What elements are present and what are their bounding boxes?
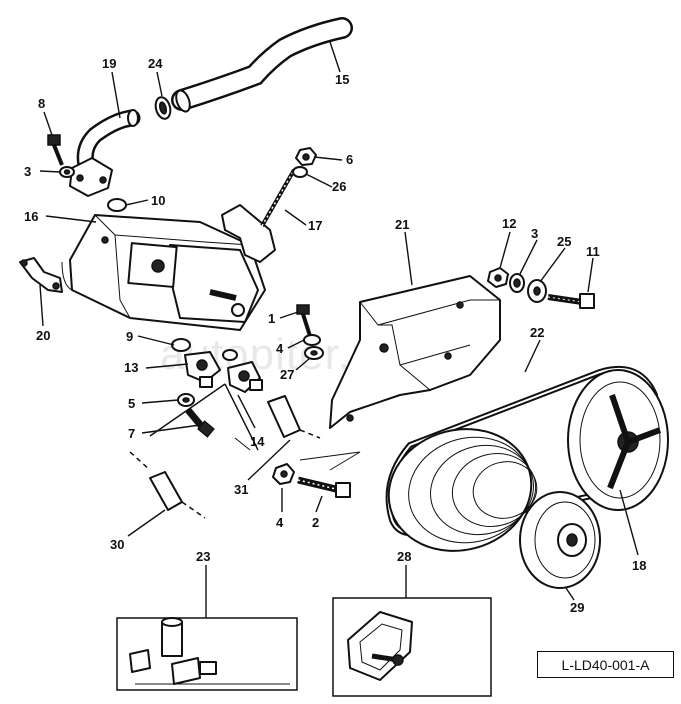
callout-24: 24 (148, 56, 163, 71)
bolt-2[interactable] (297, 476, 351, 498)
leader-lines (39, 41, 639, 618)
callout-4-upper: 4 (276, 341, 284, 356)
bolt-11[interactable] (547, 293, 595, 309)
fitting-13[interactable] (184, 351, 221, 388)
callout-21: 21 (395, 217, 409, 232)
hydraulic-pump-16[interactable] (61, 214, 266, 331)
washer-4-upper[interactable] (303, 334, 321, 346)
fitting-14[interactable] (222, 349, 263, 393)
nut-4-lower[interactable] (272, 463, 295, 485)
pipe-19[interactable] (69, 109, 141, 197)
callout-11: 11 (586, 244, 600, 259)
fitting-31[interactable] (267, 395, 321, 439)
callout-25: 25 (557, 234, 571, 249)
callout-28: 28 (397, 549, 411, 564)
fitting-30[interactable] (129, 451, 206, 519)
callout-27: 27 (280, 367, 294, 382)
seal-9[interactable] (171, 338, 191, 352)
nut-12[interactable] (487, 267, 509, 288)
bolt-1[interactable] (296, 304, 312, 337)
callout-15: 15 (335, 72, 349, 87)
drawing-code: L-LD40-001-A (537, 651, 674, 678)
washer-3-left[interactable] (59, 166, 75, 178)
callout-6: 6 (346, 152, 353, 167)
pulley-29[interactable] (519, 491, 601, 589)
bracket-20[interactable] (19, 257, 63, 293)
bolt-7[interactable] (185, 407, 215, 438)
callout-4-lower: 4 (276, 515, 284, 530)
callout-31: 31 (234, 482, 248, 497)
callout-22: 22 (530, 325, 544, 340)
callout-17: 17 (308, 218, 322, 233)
callout-30: 30 (110, 537, 124, 552)
callout-1: 1 (268, 311, 275, 326)
callout-23: 23 (196, 549, 210, 564)
callout-16: 16 (24, 209, 38, 224)
washer-5[interactable] (177, 393, 195, 407)
callout-3-left: 3 (24, 164, 31, 179)
callout-19: 19 (102, 56, 116, 71)
bolt-8[interactable] (47, 134, 64, 166)
kit-28-box (332, 597, 492, 697)
callout-3-right: 3 (531, 226, 538, 241)
callout-18: 18 (632, 558, 646, 573)
washer-27[interactable] (304, 346, 324, 360)
washer-3-right[interactable] (509, 273, 525, 293)
callout-8: 8 (38, 96, 45, 111)
kit-23-box (116, 617, 298, 691)
callout-2: 2 (312, 515, 319, 530)
hose-15[interactable] (171, 17, 353, 113)
callout-9: 9 (126, 329, 133, 344)
callout-13: 13 (124, 360, 138, 375)
callout-10: 10 (151, 193, 165, 208)
callout-12: 12 (502, 216, 516, 231)
washer-26[interactable] (292, 166, 308, 178)
callout-20: 20 (36, 328, 50, 343)
bracket-17[interactable] (221, 169, 296, 263)
callout-29: 29 (570, 600, 584, 615)
pulley-18[interactable] (567, 369, 669, 511)
callout-numbers: 8 3 19 24 15 6 26 10 16 17 20 21 12 3 25… (24, 56, 646, 615)
callout-5: 5 (128, 396, 135, 411)
hose-clamp-24[interactable] (153, 96, 172, 121)
washer-25[interactable] (527, 279, 547, 303)
callout-14: 14 (250, 434, 265, 449)
callout-7: 7 (128, 426, 135, 441)
o-ring-10[interactable] (107, 198, 127, 212)
callout-26: 26 (332, 179, 346, 194)
nut-6[interactable] (295, 147, 317, 166)
mounting-bracket-21[interactable] (329, 275, 501, 429)
crankshaft-pulley[interactable] (375, 413, 545, 566)
